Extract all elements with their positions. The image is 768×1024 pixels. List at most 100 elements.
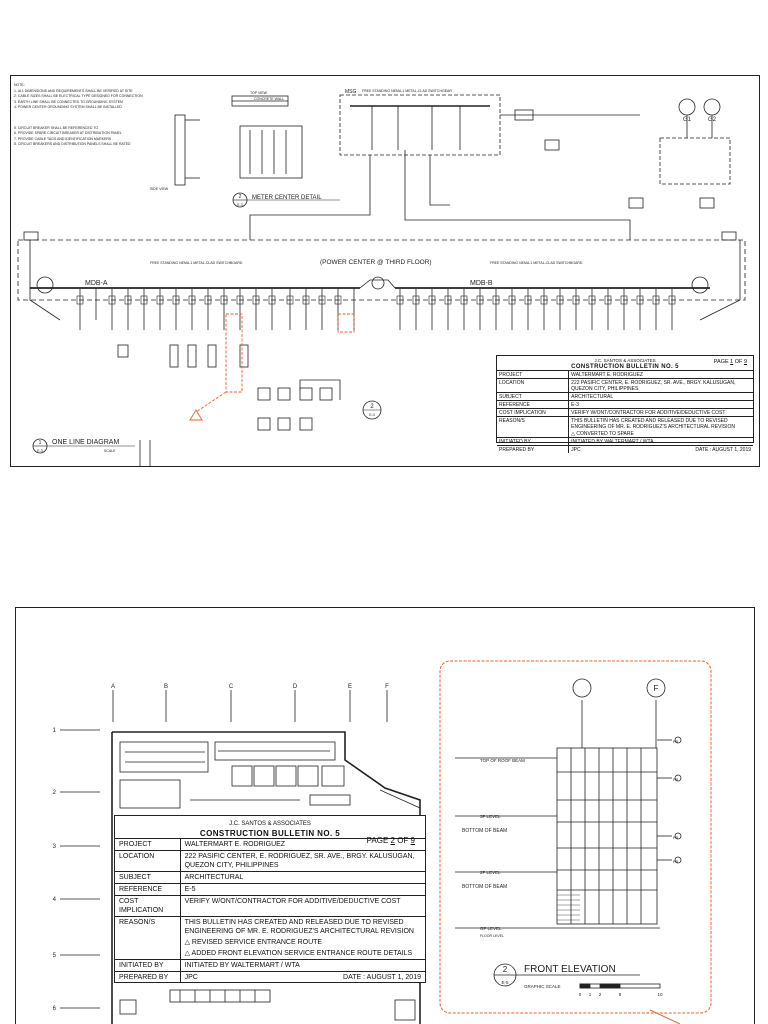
meter-side-view [174, 114, 186, 186]
mdb-a-feeders [79, 288, 355, 330]
level-name: TOP OF ROOF BEAM [480, 758, 525, 763]
tb-value: E-5 [180, 883, 425, 896]
meter-detail-sheet: E-3 [237, 203, 243, 207]
bulletin-title: CONSTRUCTION BULLETIN NO. 5 [199, 829, 341, 838]
mdb-b-note: FREE STANDING NEMA-1 METAL-CLAD SWITCHBO… [490, 261, 583, 265]
fb-tag: FB [673, 777, 678, 782]
prepared-by: JPC [184, 974, 198, 981]
tb-value: JPC DATE : AUGUST 1, 2019 [180, 971, 425, 983]
note-item: 7. PROVIDE CABLE TAGS AND IDENTIFICATION… [14, 136, 112, 141]
tb-value: ARCHITECTURAL [180, 871, 425, 884]
tb-key: COST IMPLICATION [115, 895, 181, 917]
note-item: 5. CIRCUIT BREAKER SHALL BE REFERENCED T… [14, 125, 99, 130]
revision-note: REVISED SERVICE ENTRANCE ROUTE [191, 939, 323, 946]
note-item: 8. CIRCUIT BREAKERS AND DISTRIBUTION PAN… [14, 142, 131, 146]
revision-leader [649, 1009, 681, 1024]
concrete-wall-label: CONCRETE WALL [254, 97, 284, 101]
title-block-page-1: J.C. SANTOS & ASSOCIATES CONSTRUCTION BU… [496, 355, 754, 453]
grid-row-label: 3 [53, 844, 57, 850]
tb-date: DATE : AUGUST 1, 2019 [695, 446, 751, 453]
tb-key: COST IMPLICATION [497, 408, 570, 417]
tb-key: PROJECT [115, 838, 181, 851]
page-total: 9 [410, 836, 415, 845]
level-sub: BOTTOM OF BEAM [462, 828, 507, 834]
detail-ref-sheet: E-3 [369, 413, 375, 417]
tb-date: DATE : AUGUST 1, 2019 [343, 974, 421, 981]
meter-side-view-label: SIDE VIEW [150, 187, 169, 191]
grid-col-label: A [111, 684, 115, 690]
tb-value: VERIFY W/ONT/CONTRACTOR FOR ADDITIVE/DED… [568, 408, 753, 417]
note-item: 1. ALL DIMENSIONS AND REQUIREMENTS SHALL… [14, 88, 133, 93]
tb-value: WALTERMART E. RODRIGUEZ [180, 838, 425, 851]
mdb-b-label: MDB-B [470, 280, 493, 287]
g2-label: G2 [708, 117, 717, 123]
tb-key: LOCATION [115, 850, 181, 872]
msg-switchgear [339, 94, 501, 156]
scale-tick: 10 [657, 992, 663, 997]
scale-tick: 2 [599, 992, 602, 997]
generator-g2 [703, 98, 721, 116]
tb-key: SUBJECT [115, 871, 181, 884]
revision-cloud [195, 313, 355, 413]
scale-tick: 1 [589, 992, 592, 997]
general-notes: NOTE: 1. ALL DIMENSIONS AND REQUIREMENTS… [14, 83, 164, 148]
revision-note: ADDED FRONT ELEVATION SERVICE ENTRANCE R… [191, 950, 413, 957]
notes-title: NOTE: [14, 83, 25, 87]
note-item: 2. CABLE SIZES SHALL BE ELECTRICAL TYPE … [14, 94, 143, 98]
grid-col-label: B [164, 684, 168, 690]
title-block-page-2: J.C. SANTOS & ASSOCIATES CONSTRUCTION BU… [114, 815, 426, 983]
tb-value: THIS BULLETIN HAS CREATED AND RELEASED D… [180, 916, 425, 937]
firm-name: J.C. SANTOS & ASSOCIATES [594, 358, 656, 363]
tb-key: SUBJECT [497, 392, 570, 401]
tb-value: INITIATED BY WALTERMART / WTA [180, 959, 425, 972]
grid-row-label: 2 [53, 790, 57, 796]
note-item: 6. PROVIDE SPARE CIRCUIT BREAKER AT DIST… [14, 131, 122, 135]
tb-key: REFERENCE [497, 400, 570, 409]
fb-tag: FB [673, 835, 678, 840]
msg-note: FREE STANDING NEMA-1 METAL-CLAD SWITCHGE… [362, 89, 452, 93]
revision-note: CONVERTED TO SPARE [576, 430, 634, 437]
one-line-number: 1 [39, 440, 42, 446]
page-number: PAGE 2 OF 9 [367, 836, 415, 845]
prepared-by: JPC [571, 446, 581, 453]
tb-value: ARCHITECTURAL [568, 392, 753, 401]
mdb-a-note: FREE STANDING NEMA-1 METAL-CLAD SWITCHBO… [150, 261, 243, 265]
elevation-title: FRONT ELEVATION [524, 964, 616, 975]
revision-triangle [189, 409, 203, 421]
graphic-scale-label: GRAPHIC SCALE [524, 984, 561, 989]
tb-key: INITIATED BY [115, 959, 181, 972]
tb-key: LOCATION [497, 378, 570, 393]
detail-ref-number: 2 [370, 404, 374, 410]
one-line-title: ONE LINE DIAGRAM [52, 439, 119, 446]
note-item: 3. EARTH LINE SHALL BE CONNECTED TO GROU… [14, 99, 123, 104]
tb-value: THIS BULLETIN HAS CREATED AND RELEASED D… [568, 416, 753, 430]
meter-top-view-label: TOP VIEW [250, 91, 268, 95]
tb-value: △ CONVERTED TO SPARE [571, 430, 634, 437]
grid-row-label: 4 [53, 897, 57, 903]
note-item: 4. POWER CENTER GROUNDING SYSTEM SHALL B… [14, 105, 122, 109]
grid-col-label: D [293, 684, 298, 690]
tb-key: REASON/S [497, 416, 570, 430]
mdb-b-feeders [399, 288, 673, 330]
page-current: 2 [390, 836, 395, 845]
one-line-scale: SCALE [104, 449, 116, 453]
meter-detail-number: 2 [239, 194, 242, 200]
mdb-a-label: MDB-A [85, 280, 108, 287]
page-total: 9 [743, 359, 747, 365]
level-sub: FLOOR LEVEL [480, 934, 504, 938]
level-name: 2F LEVEL [480, 870, 501, 875]
level-sub: BOTTOM OF BEAM [462, 884, 507, 890]
building-facade [556, 747, 658, 925]
tb-key: REASON/S [115, 916, 181, 937]
tb-key [115, 948, 181, 960]
tb-value: INITIATED BY WALTERMART / WTA [568, 437, 753, 446]
fb-tag: FB [673, 739, 678, 744]
elev-grid-label: F [654, 684, 659, 693]
one-line-drawing: 1 E-3 ONE LINE DIAGRAM SCALE 2 E-3 METER… [17, 89, 746, 466]
page-prefix: PAGE [713, 359, 729, 365]
grid-col-label: C [229, 684, 234, 690]
grid-col-label: F [385, 684, 389, 690]
tb-key: PREPARED BY [115, 971, 181, 983]
